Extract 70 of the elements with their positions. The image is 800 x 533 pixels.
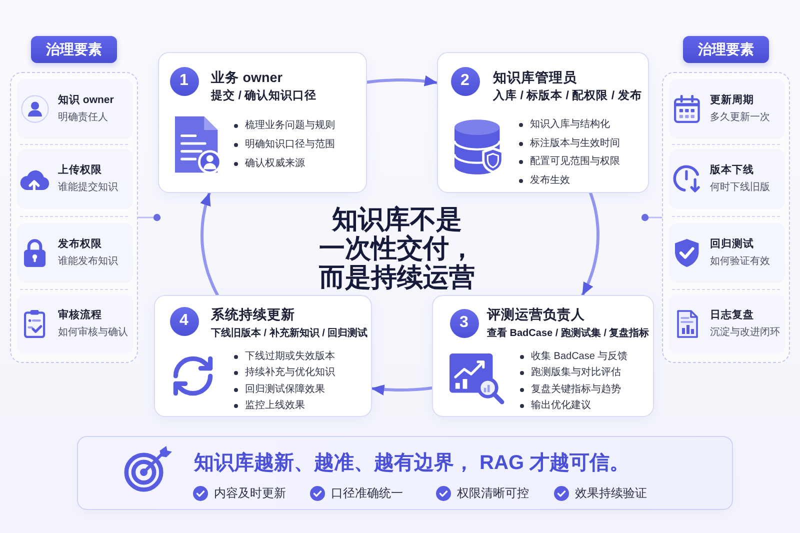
- governance-item: [17, 79, 133, 139]
- section-heading: 治理要素: [683, 36, 769, 63]
- cycle-arrow: [370, 384, 434, 396]
- cycle-arrow: [200, 192, 219, 296]
- step-card: [437, 52, 649, 193]
- governance-item: [17, 294, 133, 354]
- card-title: 评测运营负责人: [487, 306, 585, 322]
- bullet-text: 输出优化建议: [531, 398, 591, 413]
- step-number: 2: [450, 66, 480, 96]
- bullet-text: 回归测试保障效果: [245, 382, 325, 397]
- bullet-text: 跑测版集与对比评估: [531, 366, 621, 380]
- step-number: 4: [170, 306, 198, 336]
- item-title: 发布权限: [58, 237, 103, 252]
- item-title: 上传权限: [58, 163, 103, 178]
- bullet-text: 配置可见范围与权限: [530, 155, 620, 170]
- item-description: 沉淀与改进闭环: [710, 326, 780, 340]
- step-number: 3: [450, 308, 478, 338]
- summary-headline: 知识库越新、越准、越有边界， RAG 才越可信。: [194, 450, 630, 476]
- check-label: 内容及时更新: [214, 485, 286, 501]
- bullet-text: 明确知识口径与范围: [245, 138, 335, 152]
- connector-line: [641, 214, 663, 222]
- item-description: 谁能提交知识: [58, 181, 118, 195]
- governance-item: [17, 223, 133, 283]
- governance-item: [669, 223, 785, 283]
- bullet-text: 梳理业务问题与规则: [245, 119, 335, 133]
- item-description: 何时下线旧版: [710, 181, 770, 195]
- card-subtitle: 入库 / 标版本 / 配权限 / 发布: [493, 88, 642, 104]
- step-card: [432, 295, 654, 417]
- item-title: 更新周期: [710, 93, 755, 108]
- bullet-text: 标注版本与生效时间: [530, 136, 620, 151]
- item-title: 知识 owner: [58, 93, 114, 108]
- card-subtitle: 下线旧版本 / 补充新知识 / 回归测试: [211, 326, 368, 340]
- bullet-text: 确认权威来源: [245, 157, 305, 171]
- bullet-text: 发布生效: [530, 174, 570, 188]
- card-title: 系统持续更新: [211, 306, 295, 322]
- cycle-arrow: [366, 75, 439, 86]
- step-card: [158, 52, 367, 193]
- card-subtitle: 提交 / 确认知识口径: [211, 88, 317, 104]
- item-title: 审核流程: [58, 308, 103, 323]
- card-title: 知识库管理员: [493, 68, 577, 86]
- summary-banner: [77, 436, 733, 510]
- item-description: 谁能发布知识: [58, 255, 118, 269]
- step-number: 1: [170, 66, 198, 96]
- governance-item: [669, 79, 785, 139]
- check-label: 口径准确统一: [331, 485, 403, 501]
- item-description: 如何审核与确认: [58, 326, 128, 340]
- governance-item: [17, 149, 133, 209]
- cycle-arrow: [581, 192, 600, 297]
- item-description: 明确责任人: [58, 111, 109, 125]
- item-title: 回归测试: [710, 237, 755, 252]
- check-label: 权限清晰可控: [457, 485, 529, 501]
- check-label: 效果持续验证: [575, 485, 647, 501]
- bullet-text: 监控上线效果: [245, 398, 305, 413]
- item-description: 如何验证有效: [710, 255, 770, 269]
- bullet-text: 复盘关键指标与趋势: [531, 382, 621, 397]
- slogan-text: 知识库不是一次性交付，而是持续运营: [318, 204, 476, 292]
- governance-item: [669, 149, 785, 209]
- bullet-text: 下线过期或失效版本: [245, 350, 335, 364]
- connector-line: [137, 214, 161, 222]
- item-description: 多久更新一次: [710, 111, 770, 125]
- card-title: 业务 owner: [211, 68, 283, 86]
- card-subtitle: 查看 BadCase / 跑测试集 / 复盘指标: [487, 326, 650, 340]
- step-card: [154, 295, 372, 417]
- bullet-text: 收集 BadCase 与反馈: [531, 350, 628, 364]
- item-title: 版本下线: [710, 163, 755, 178]
- bullet-text: 持续补充与优化知识: [245, 366, 335, 380]
- bullet-text: 知识入库与结构化: [530, 118, 610, 132]
- item-title: 日志复盘: [710, 308, 755, 323]
- governance-item: [669, 294, 785, 354]
- section-heading: 治理要素: [31, 36, 117, 63]
